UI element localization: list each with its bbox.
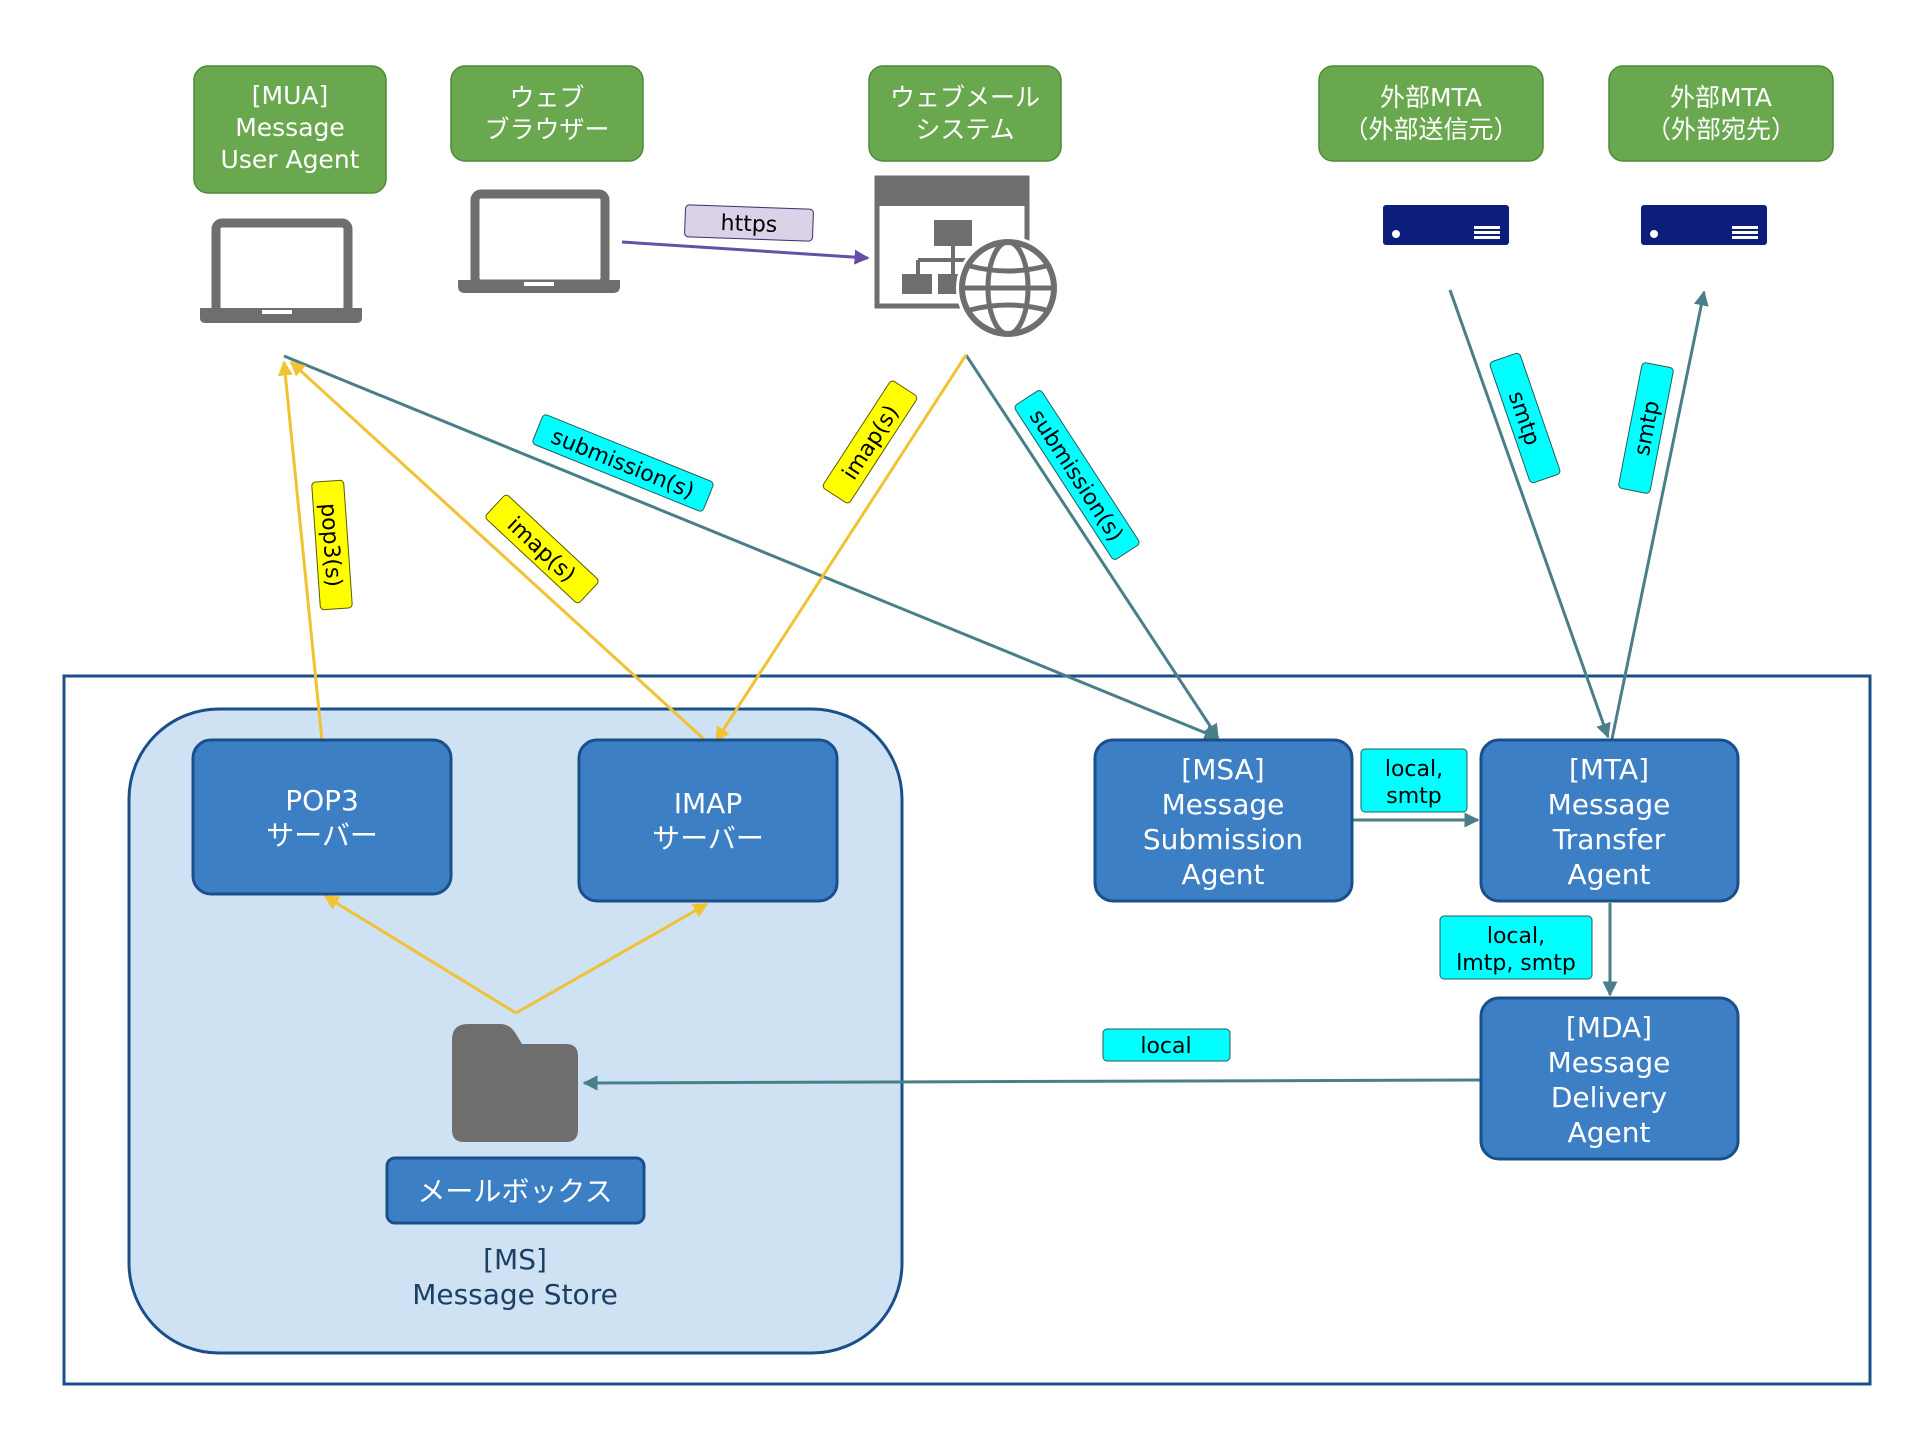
submission-mua-label: submission(s) bbox=[532, 414, 714, 512]
webmail-line-2: システム bbox=[915, 115, 1014, 144]
pop3-arrow bbox=[277, 360, 324, 742]
mda-line-1: [MDA] bbox=[1566, 1011, 1652, 1044]
server-icon bbox=[1641, 205, 1767, 245]
mailbox-label: メールボックス bbox=[417, 1175, 612, 1208]
mua-line-2: Message bbox=[235, 113, 345, 142]
imaps-webmail-label: imap(s) bbox=[822, 380, 918, 504]
smtp-in-label: smtp bbox=[1489, 352, 1561, 484]
msa-mta-label: local, smtp bbox=[1360, 748, 1468, 813]
msa-mta-label-line-1: local, bbox=[1385, 757, 1443, 782]
mda-line-4: Agent bbox=[1568, 1116, 1651, 1149]
ms-line-2: Message Store bbox=[412, 1278, 618, 1311]
server-icon bbox=[1383, 205, 1509, 245]
server-boundary bbox=[62, 674, 1872, 1386]
mua-line-3: User Agent bbox=[221, 145, 360, 174]
browser-line-2: ブラウザー bbox=[484, 115, 609, 144]
mda-line-2: Message bbox=[1548, 1046, 1671, 1079]
submission-mua-label-text: submission(s) bbox=[547, 424, 697, 504]
msa-line-2: Message bbox=[1162, 788, 1285, 821]
ext-sender-node: 外部MTA （外部送信元） bbox=[1318, 65, 1544, 162]
ext-sender-line-1: 外部MTA bbox=[1380, 83, 1482, 112]
folder-icon bbox=[452, 1024, 578, 1142]
message-store-caption: [MS] Message Store bbox=[412, 1243, 618, 1311]
ext-dest-line-2: （外部宛先） bbox=[1646, 115, 1796, 144]
ext-sender-line-2: （外部送信元） bbox=[1343, 115, 1518, 144]
submission-mua-arrow bbox=[283, 354, 1220, 740]
laptop-icon bbox=[458, 189, 620, 293]
mda-line-3: Delivery bbox=[1551, 1081, 1667, 1114]
submission-webmail-label-text: submission(s) bbox=[1024, 405, 1128, 546]
mta-mda-label-line-2: lmtp, smtp bbox=[1456, 951, 1576, 976]
mda-node: [MDA] Message Delivery Agent bbox=[1479, 996, 1740, 1161]
webmail-node: ウェブメール システム bbox=[868, 65, 1062, 162]
msa-node: [MSA] Message Submission Agent bbox=[1093, 738, 1354, 903]
pop3-line-1: POP3 bbox=[285, 784, 359, 817]
smtp-in-arrow bbox=[1448, 289, 1611, 739]
mta-node: [MTA] Message Transfer Agent bbox=[1479, 738, 1740, 903]
smtp-out-arrow bbox=[1610, 290, 1709, 740]
pop3s-label-text: pop3(s) bbox=[315, 502, 346, 588]
msa-line-3: Submission bbox=[1143, 823, 1303, 856]
mua-node: [MUA] Message User Agent bbox=[193, 65, 387, 194]
ext-dest-line-1: 外部MTA bbox=[1670, 83, 1772, 112]
mda-mailbox-label: local bbox=[1102, 1028, 1231, 1062]
mta-mda-label: local, lmtp, smtp bbox=[1439, 915, 1593, 980]
mailbox-pop3-arrow bbox=[323, 894, 517, 1015]
mua-line-1: [MUA] bbox=[252, 81, 328, 110]
msa-line-1: [MSA] bbox=[1181, 753, 1264, 786]
imap-server-node: IMAP サーバー bbox=[577, 738, 839, 903]
mta-mda-label-line-1: local, bbox=[1487, 924, 1545, 949]
imaps-mua-label: imap(s) bbox=[485, 494, 599, 604]
mda-mailbox-arrow bbox=[582, 1075, 1481, 1091]
smtp-out-label: smtp bbox=[1618, 362, 1674, 494]
pop3-server-node: POP3 サーバー bbox=[191, 738, 453, 896]
submission-webmail-arrow bbox=[964, 354, 1220, 740]
imap-webmail-arrow bbox=[714, 354, 968, 743]
https-label: https bbox=[684, 204, 814, 242]
mda-mailbox-label-text: local bbox=[1140, 1034, 1191, 1059]
https-label-text: https bbox=[720, 211, 777, 238]
mta-line-3: Transfer bbox=[1552, 823, 1666, 856]
mailbox-imap-arrow bbox=[515, 902, 709, 1015]
browser-node: ウェブ ブラウザー bbox=[450, 65, 644, 162]
ms-line-1: [MS] bbox=[483, 1243, 547, 1276]
web-sitemap-globe-icon bbox=[874, 175, 1060, 340]
mta-line-1: [MTA] bbox=[1569, 753, 1649, 786]
mta-line-2: Message bbox=[1548, 788, 1671, 821]
laptop-icon bbox=[200, 218, 362, 323]
ext-dest-node: 外部MTA （外部宛先） bbox=[1608, 65, 1834, 162]
imap-line-1: IMAP bbox=[674, 787, 742, 820]
msa-line-4: Agent bbox=[1182, 858, 1265, 891]
imaps-mua-label-text: imap(s) bbox=[502, 512, 580, 587]
mailbox-node: メールボックス bbox=[385, 1156, 646, 1225]
https-arrow bbox=[621, 240, 870, 265]
pop3s-label: pop3(s) bbox=[311, 479, 353, 611]
browser-line-1: ウェブ bbox=[509, 83, 584, 112]
webmail-line-1: ウェブメール bbox=[890, 83, 1040, 112]
pop3-line-2: サーバー bbox=[266, 819, 378, 852]
msa-mta-label-line-2: smtp bbox=[1386, 784, 1441, 809]
mta-line-4: Agent bbox=[1568, 858, 1651, 891]
imap-line-2: サーバー bbox=[652, 822, 764, 855]
submission-webmail-label: submission(s) bbox=[1014, 390, 1140, 560]
imap-mua-arrow bbox=[289, 360, 708, 743]
